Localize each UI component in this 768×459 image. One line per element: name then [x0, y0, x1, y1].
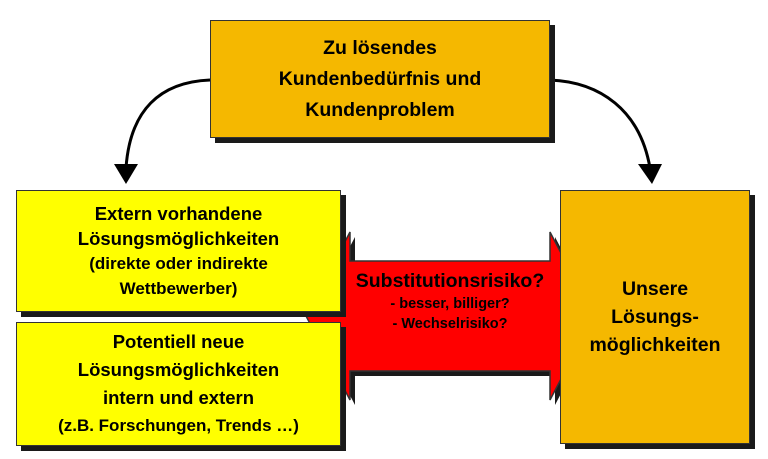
- potential-solutions-line-3: intern und extern: [102, 387, 255, 408]
- potential-solutions-box: Potentiell neue Lösungsmöglichkeiten int…: [16, 322, 341, 446]
- external-solutions-line-1: Extern vorhandene: [94, 203, 263, 224]
- customer-need-box: Zu lösendes Kundenbedürfnis und Kundenpr…: [210, 20, 550, 138]
- own-solutions-line-2: Lösungs-: [611, 306, 699, 328]
- substitution-title: Substitutionsrisiko?: [355, 270, 545, 292]
- substitution-item-2: - Wechselrisiko?: [392, 316, 508, 332]
- external-solutions-line-3: (direkte oder indirekte: [89, 254, 268, 273]
- potential-solutions-line-2: Lösungsmöglichkeiten: [77, 359, 280, 380]
- left-arrowhead: [114, 164, 138, 184]
- external-solutions-box: Extern vorhandene Lösungsmöglichkeiten (…: [16, 190, 341, 312]
- potential-solutions-line-1: Potentiell neue: [112, 331, 245, 352]
- substitution-item-1: - besser, billiger?: [390, 296, 510, 312]
- customer-need-line-2: Kundenbedürfnis und: [278, 67, 482, 90]
- own-solutions-box: Unsere Lösungs- möglichkeiten: [560, 190, 750, 444]
- external-solutions-line-4: Wettbewerber): [119, 279, 238, 298]
- own-solutions-line-1: Unsere: [621, 278, 689, 300]
- right-connector-arrow: [549, 78, 652, 169]
- potential-solutions-line-4: (z.B. Forschungen, Trends …): [58, 416, 299, 435]
- external-solutions-line-2: Lösungsmöglichkeiten: [77, 228, 280, 249]
- substitution-label: Substitutionsrisiko? - besser, billiger?…: [305, 268, 595, 334]
- customer-need-line-1: Zu lösendes: [323, 36, 437, 59]
- right-arrowhead: [638, 164, 662, 184]
- own-solutions-line-3: möglichkeiten: [589, 334, 721, 356]
- customer-need-line-3: Kundenproblem: [305, 98, 455, 121]
- left-connector-arrow: [124, 78, 211, 169]
